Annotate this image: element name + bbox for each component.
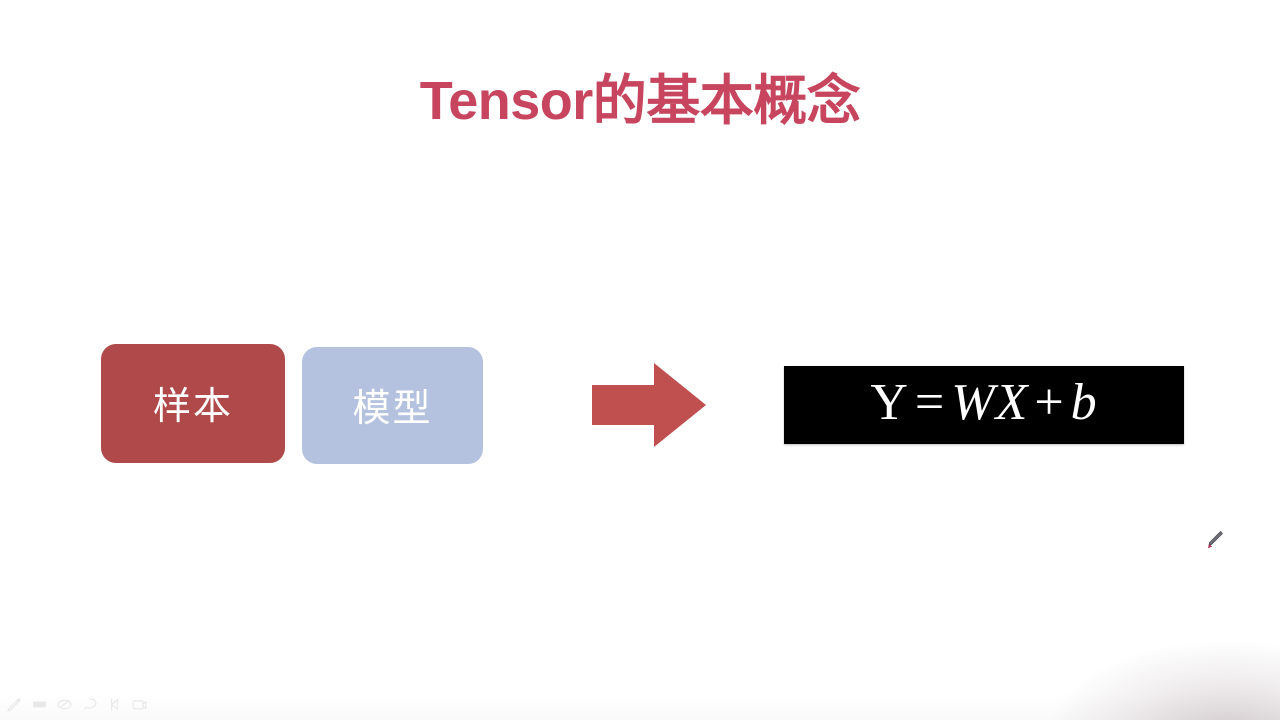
corner-glow xyxy=(1050,642,1280,720)
formula-expression: Y=WX+b xyxy=(870,377,1097,433)
pen-icon[interactable] xyxy=(6,696,23,713)
camera-icon[interactable] xyxy=(131,696,148,713)
bottom-shade xyxy=(0,694,1280,720)
formula-input: X xyxy=(995,374,1029,431)
formula-bias: b xyxy=(1070,374,1098,431)
concept-box-model-label: 模型 xyxy=(352,388,433,430)
formula-lhs: Y xyxy=(870,374,909,431)
formula-plus: + xyxy=(1034,374,1065,431)
arrow-right-icon xyxy=(592,363,706,447)
concept-box-sample-label: 样本 xyxy=(152,386,233,428)
concept-box-sample: 样本 xyxy=(101,344,285,463)
page-title: Tensor的基本概念 xyxy=(419,71,861,131)
pointer-icon[interactable] xyxy=(106,696,123,713)
formula-equals: = xyxy=(914,374,946,431)
formula-weight: W xyxy=(951,374,996,431)
highlighter-icon[interactable] xyxy=(31,696,48,713)
concept-box-model: 模型 xyxy=(302,347,483,464)
pen-cursor-icon xyxy=(1207,531,1223,549)
annotation-toolbar[interactable] xyxy=(6,692,148,716)
formula-panel: Y=WX+b xyxy=(784,366,1184,444)
eraser-icon[interactable] xyxy=(56,696,73,713)
lasso-icon[interactable] xyxy=(81,696,98,713)
